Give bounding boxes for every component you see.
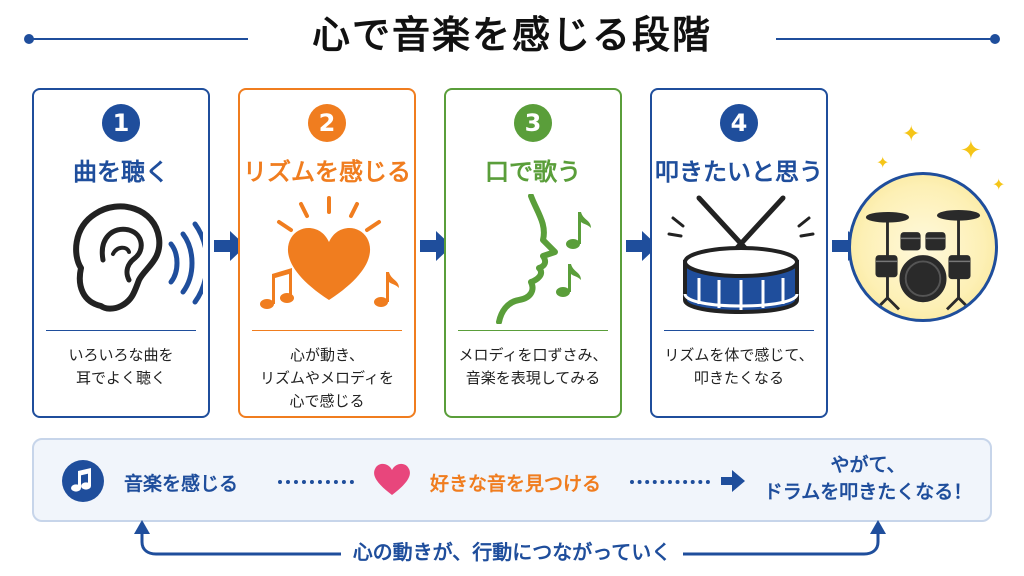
card-divider bbox=[664, 330, 814, 331]
drum-kit-icon bbox=[865, 210, 981, 311]
dotted-connector bbox=[630, 480, 710, 484]
title-left-line bbox=[30, 38, 248, 40]
step-desc-line: リズムを体で感じて、 bbox=[664, 346, 814, 364]
step-description: メロディを口ずさみ、 音楽を表現してみる bbox=[446, 344, 620, 390]
step-desc-line: 耳でよく聴く bbox=[75, 369, 166, 387]
step-number: 3 bbox=[514, 104, 552, 142]
sparkle-icon: ✦ bbox=[992, 175, 1006, 194]
footer-caption-text: 心の動きが、行動につながっていく bbox=[340, 540, 684, 564]
step-title: 曲を聴く bbox=[73, 158, 169, 186]
step-title: 口で歌う bbox=[485, 158, 581, 186]
step-desc-line: 音楽を表現してみる bbox=[465, 369, 601, 387]
step-desc-line: 叩きたくなる bbox=[693, 369, 784, 387]
summary-item-feel-music: 音楽を感じる bbox=[124, 473, 239, 495]
page-title: 心で音楽を感じる段階 bbox=[311, 13, 712, 57]
summary-result-line: ドラムを叩きたくなる！ bbox=[763, 481, 973, 503]
card-divider bbox=[46, 330, 196, 331]
title-right-line bbox=[776, 38, 994, 40]
step-number: 4 bbox=[720, 104, 758, 142]
step-desc-line: メロディを口ずさみ、 bbox=[458, 346, 608, 364]
singing-face-icon bbox=[496, 194, 591, 324]
arrow-right-icon bbox=[721, 470, 745, 492]
footer-caption: 心の動きが、行動につながっていく bbox=[0, 536, 1024, 565]
step-title: リズムを感じる bbox=[243, 158, 411, 186]
music-note-icon bbox=[62, 460, 104, 502]
heart-icon bbox=[260, 196, 399, 309]
title-left-dot bbox=[24, 34, 34, 44]
sparkle-icon: ✦ bbox=[960, 136, 982, 166]
summary-item-favorite-sound: 好きな音を見つける bbox=[430, 473, 602, 495]
step-card-4: 4 叩きたいと思う リズムを体で感じて、 叩きたくなる bbox=[650, 88, 828, 418]
step-desc-line: リズムやメロディを bbox=[260, 369, 394, 387]
pink-heart-icon bbox=[374, 463, 410, 495]
step-description: リズムを体で感じて、 叩きたくなる bbox=[652, 344, 826, 390]
step-card-2: 2 リズムを感じる 心が動き、 リズムやメロディを 心で感じる bbox=[238, 88, 416, 418]
step-desc-line: 心で感じる bbox=[289, 392, 365, 410]
sparkle-icon: ✦ bbox=[902, 122, 921, 147]
card-divider bbox=[458, 330, 608, 331]
step-desc-line: いろいろな曲を bbox=[68, 346, 174, 364]
step-description: 心が動き、 リズムやメロディを 心で感じる bbox=[240, 344, 414, 413]
dotted-connector bbox=[278, 480, 354, 484]
summary-result: やがて、 ドラムを叩きたくなる！ bbox=[750, 452, 986, 506]
summary-panel: 音楽を感じる 好きな音を見つける やがて、 ドラムを叩きたくなる！ bbox=[32, 438, 992, 522]
summary-result-line: やがて、 bbox=[830, 454, 906, 476]
sparkle-icon: ✦ bbox=[876, 153, 890, 172]
drum-kit-badge bbox=[848, 172, 998, 322]
step-card-1: 1 曲を聴く いろいろな曲を 耳でよく聴く bbox=[32, 88, 210, 418]
step-title: 叩きたいと思う bbox=[655, 158, 823, 186]
snare-drum-icon bbox=[667, 195, 815, 314]
step-description: いろいろな曲を 耳でよく聴く bbox=[34, 344, 208, 390]
ear-icon bbox=[73, 203, 203, 312]
step-desc-line: 心が動き、 bbox=[290, 346, 364, 364]
step-number: 2 bbox=[308, 104, 346, 142]
card-divider bbox=[252, 330, 402, 331]
step-number: 1 bbox=[102, 104, 140, 142]
title-right-dot bbox=[990, 34, 1000, 44]
step-card-3: 3 口で歌う メロディを口ずさみ、 音楽を表現してみる bbox=[444, 88, 622, 418]
